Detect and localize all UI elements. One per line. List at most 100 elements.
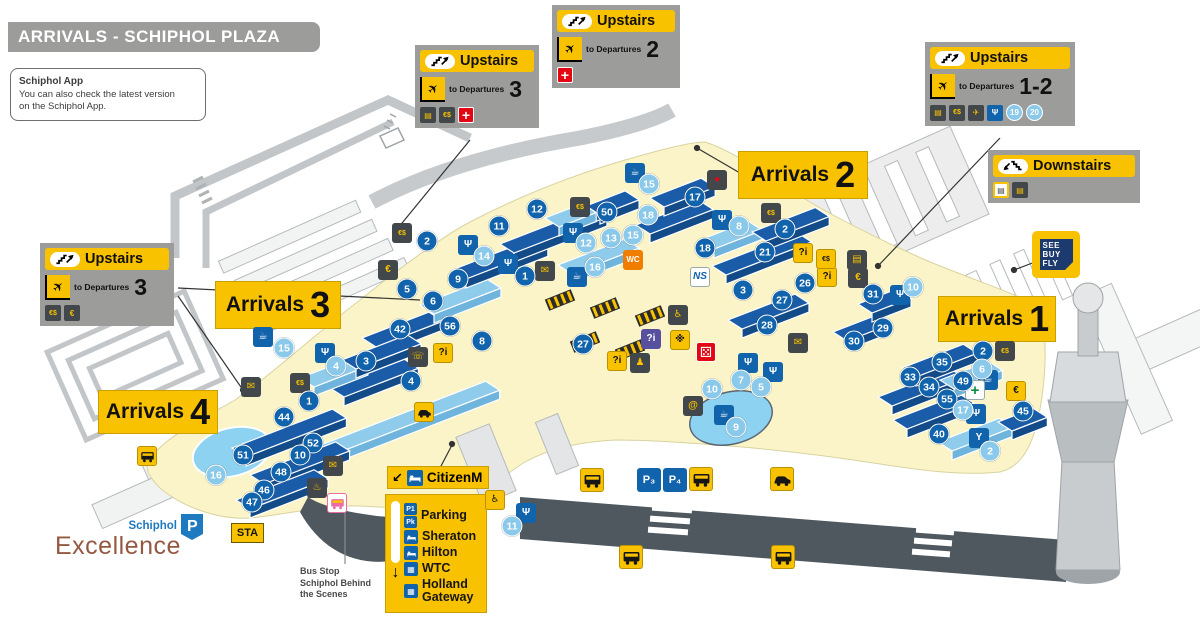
svg-text:P: P: [187, 518, 198, 535]
plane-icon: ✈: [420, 77, 445, 102]
checkin-icon: ✈: [968, 104, 984, 121]
location-marker-7: 7: [730, 369, 752, 391]
currency-icon: €$: [392, 223, 412, 243]
location-marker-14: 14: [473, 245, 495, 267]
legend-item: Hilton: [404, 546, 480, 560]
location-marker-55: 55: [936, 388, 958, 410]
info-p-icon: ?i: [641, 329, 661, 349]
location-marker-12: 12: [526, 198, 548, 220]
location-marker-15: 15: [622, 224, 644, 246]
assist-icon: ♿: [485, 490, 505, 510]
arrow-down-icon: ↓: [391, 564, 400, 582]
location-marker-10: 10: [902, 276, 924, 298]
location-marker-27: 27: [572, 333, 594, 355]
info-icon: ?i: [433, 343, 453, 363]
restaurant-icon: Ψ: [712, 210, 732, 230]
restaurant-icon: Ψ: [763, 362, 783, 382]
shuttle-icon: [137, 446, 157, 466]
location-marker-31: 31: [862, 283, 884, 305]
location-marker-21: 21: [754, 241, 776, 263]
location-marker-45: 45: [1012, 400, 1034, 422]
location-marker-30: 30: [843, 330, 865, 352]
location-marker-10: 10: [289, 444, 311, 466]
shuttle-icon: [580, 468, 604, 492]
location-marker-15: 15: [638, 173, 660, 195]
location-marker-1: 1: [514, 265, 536, 287]
atm-dark-icon: €: [378, 260, 398, 280]
atm-dark-icon: €: [848, 268, 868, 288]
currency-icon: €$: [949, 104, 965, 121]
location-marker-8: 8: [471, 330, 493, 352]
bus-icon: [771, 545, 795, 569]
location-marker-2: 2: [972, 340, 994, 362]
location-marker-44: 44: [273, 406, 295, 428]
location-marker-1: 1: [298, 390, 320, 412]
massage-icon: ♨: [307, 478, 327, 498]
coffee-icon: ☕: [567, 267, 587, 287]
plane-icon: ✈: [930, 74, 955, 99]
storage-icon: ▤: [1012, 182, 1028, 198]
bus-icon: [619, 545, 643, 569]
plane-icon: ✈: [45, 275, 70, 300]
info-icon: ?i: [793, 243, 813, 263]
location-marker-9: 9: [447, 268, 469, 290]
location-marker-5: 5: [750, 376, 772, 398]
location-marker-26: 26: [794, 272, 816, 294]
location-marker-28: 28: [756, 314, 778, 336]
train-icon: NS: [690, 267, 710, 287]
location-marker-42: 42: [389, 318, 411, 340]
location-marker-34: 34: [918, 376, 940, 398]
restaurant-b-icon: Ψ: [987, 104, 1003, 121]
envelope-icon: ✉: [323, 456, 343, 476]
gate-marker-19: 19: [1006, 104, 1023, 121]
location-marker-6: 6: [422, 290, 444, 312]
control-tower: [1047, 282, 1129, 584]
currency-icon: €$: [570, 197, 590, 217]
app-note-title: Schiphol App: [19, 76, 84, 87]
busstop-icon: [327, 493, 347, 513]
location-marker-3: 3: [355, 350, 377, 372]
restaurant-icon: Ψ: [498, 254, 518, 274]
legend-label: Hilton: [422, 545, 458, 560]
sign-upstairs-departures-2: Upstairs ✈ to Departures 2 +: [552, 5, 680, 88]
p4-icon: P₄: [663, 468, 687, 492]
location-marker-47: 47: [241, 491, 263, 513]
parking-icon: Pk: [404, 516, 417, 528]
location-marker-40: 40: [928, 423, 950, 445]
location-marker-18: 18: [637, 204, 659, 226]
location-marker-11: 11: [501, 515, 523, 537]
location-marker-5: 5: [396, 278, 418, 300]
coffee-icon: ☕: [253, 327, 273, 347]
legend-label: Sheraton: [422, 529, 477, 544]
envelope-icon: ✉: [241, 377, 261, 397]
location-marker-4: 4: [400, 370, 422, 392]
gate-marker-20: 20: [1026, 104, 1043, 121]
currency-icon: €$: [761, 203, 781, 223]
baggage-icon: ▤: [847, 250, 867, 270]
location-marker-9: 9: [725, 416, 747, 438]
p3-icon: P₃: [637, 468, 661, 492]
schiphol-app-note: Schiphol App You can also check the late…: [10, 68, 206, 121]
citizenm-sign: ↙ CitizenM: [387, 466, 489, 489]
at-icon: @: [683, 396, 703, 416]
location-marker-10: 10: [701, 378, 723, 400]
escalator-up-icon: [935, 50, 965, 66]
sta-label: STA: [231, 523, 264, 543]
medical-icon: +: [458, 107, 474, 123]
sign-upstairs-departures-3-top: Upstairs ✈ to Departures 3 ▤€$+: [415, 45, 539, 128]
meetred-icon: ●: [707, 170, 727, 190]
escalator-up-icon: [425, 53, 455, 69]
atm-icon: €: [1006, 381, 1026, 401]
legend-route-bar: [391, 501, 400, 563]
arrow-downleft-icon: ↙: [392, 469, 403, 485]
sign-downstairs: Downstairs ▤▤: [988, 150, 1140, 203]
location-marker-16: 16: [584, 256, 606, 278]
location-marker-6: 6: [971, 358, 993, 380]
currency-icon: €$: [45, 305, 61, 321]
restaurant-icon: Ψ: [458, 235, 478, 255]
